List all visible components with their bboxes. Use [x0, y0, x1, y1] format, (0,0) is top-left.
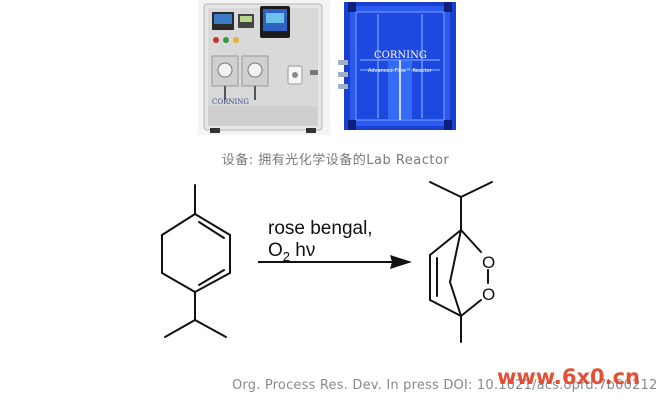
equipment-photo-right: CORNING Advanced-Flow™ Reactor: [338, 0, 462, 135]
equipment-cabinet-illustration: CORNING: [203, 3, 323, 133]
flow-reactor-illustration: CORNING Advanced-Flow™ Reactor: [338, 2, 456, 130]
reagent-line-1: rose bengal,: [268, 218, 373, 239]
reaction-scheme: O O: [161, 181, 495, 343]
oxygen-atom-bottom: O: [482, 285, 495, 304]
oxygen-atom-top: O: [482, 253, 495, 272]
reactant-structure: [161, 184, 231, 338]
site-watermark: www.6x0.cn: [497, 365, 640, 389]
citation-text: Org. Process Res. Dev. In press DOI: 10.…: [232, 378, 658, 393]
product-structure: [429, 181, 493, 343]
reactor-subtitle: Advanced-Flow™ Reactor: [368, 68, 433, 74]
oxygen-subscript: 2: [282, 248, 291, 264]
corning-brand-right: CORNING: [374, 50, 427, 61]
arrow-head: [390, 255, 412, 269]
corning-brand-left: CORNING: [212, 98, 249, 106]
oxygen-symbol: O: [268, 240, 283, 261]
image-caption: 设备: 拥有光化学设备的Lab Reactor: [221, 153, 450, 168]
light-symbol: hν: [290, 240, 316, 261]
reagent-line-2: O2 hν: [268, 240, 315, 264]
equipment-photo-left: CORNING: [198, 0, 330, 135]
